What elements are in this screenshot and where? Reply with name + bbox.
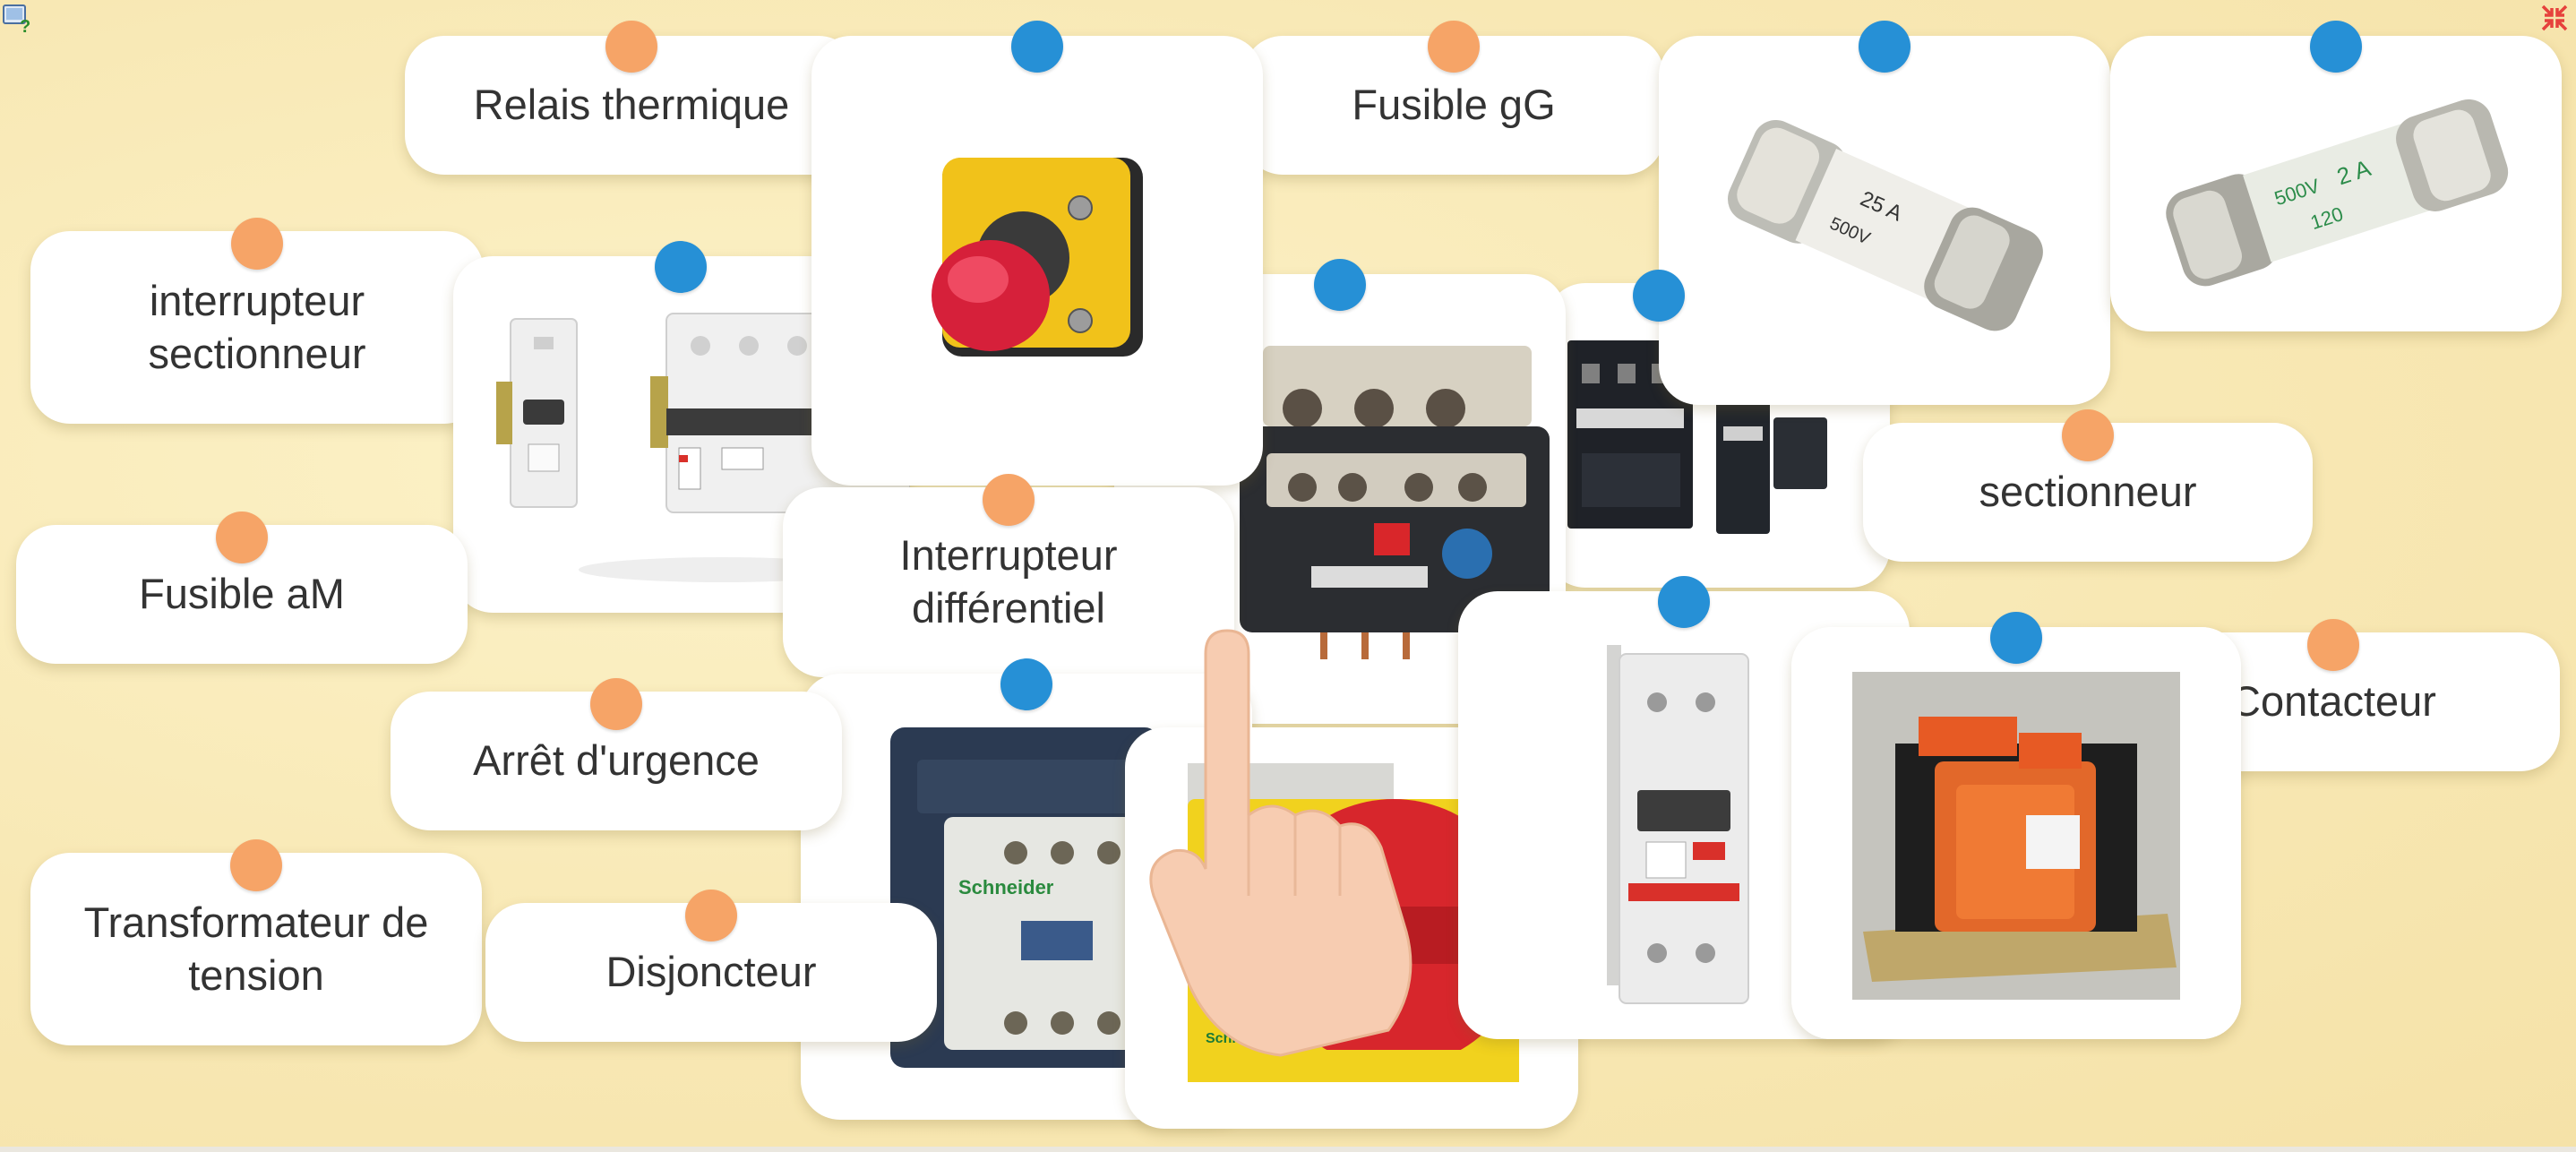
- cartridge-fuse-25a-image: 25 A 500V: [1727, 120, 2043, 331]
- label-text: sectionneur: [1979, 468, 2197, 516]
- bottom-strip: [0, 1147, 2576, 1152]
- label-card-fusible-am[interactable]: Fusible aM: [16, 512, 468, 664]
- differential-breaker-image: [1607, 645, 1749, 1004]
- svg-text:?: ?: [20, 17, 30, 34]
- label-text: Relais thermique: [473, 81, 790, 129]
- pointer-hand-icon: [1138, 627, 1433, 1057]
- connection-dot[interactable]: [2310, 21, 2362, 73]
- connection-dot[interactable]: [1428, 21, 1480, 73]
- label-card-interrupteur-differentiel[interactable]: Interrupteur différentiel: [783, 474, 1234, 677]
- connection-dot[interactable]: [2062, 409, 2114, 461]
- connection-dot[interactable]: [1633, 270, 1685, 322]
- label-card-relais-thermique[interactable]: Relais thermique: [405, 21, 858, 175]
- label-card-interrupteur-sectionneur[interactable]: interrupteur sectionneur: [30, 218, 484, 424]
- label-card-fusible-gg[interactable]: Fusible gG: [1243, 21, 1664, 175]
- label-text: interrupteur sectionneur: [148, 276, 366, 377]
- label-text: Transformateur de tension: [83, 898, 429, 999]
- fullscreen-exit-icon[interactable]: [2540, 4, 2569, 32]
- connection-dot[interactable]: [2307, 619, 2359, 671]
- connection-dot[interactable]: [230, 839, 282, 891]
- contactor-image: Schneider: [890, 727, 1159, 1068]
- connection-dot[interactable]: [1658, 576, 1710, 628]
- emergency-stop-button-image: [932, 158, 1143, 357]
- connection-dot[interactable]: [1990, 612, 2042, 664]
- label-card-arret-urgence[interactable]: Arrêt d'urgence: [391, 678, 842, 830]
- label-text: Interrupteur différentiel: [899, 531, 1118, 632]
- connection-dot[interactable]: [1011, 21, 1063, 73]
- cartridge-fuse-2a-image: 500V 2 A 120: [2166, 99, 2509, 287]
- connection-dot[interactable]: [1859, 21, 1911, 73]
- connection-dot[interactable]: [216, 512, 268, 563]
- label-text: Fusible aM: [139, 570, 345, 618]
- connection-dot[interactable]: [1314, 259, 1366, 311]
- contactor-blocks-image: [1567, 340, 1827, 534]
- image-card-transformer[interactable]: [1791, 612, 2241, 1039]
- help-icon[interactable]: ?: [2, 2, 32, 37]
- connection-dot[interactable]: [655, 241, 707, 293]
- connection-dot[interactable]: [983, 474, 1035, 526]
- connection-dot[interactable]: [590, 678, 642, 730]
- label-text: Arrêt d'urgence: [473, 736, 760, 785]
- label-card-sectionneur[interactable]: sectionneur: [1863, 409, 2313, 562]
- image-card-cartridge-fuse-25a[interactable]: 25 A 500V: [1659, 21, 2110, 405]
- thermal-relay-image: [1240, 346, 1550, 659]
- connection-dot[interactable]: [231, 218, 283, 270]
- image-card-emergency-stop[interactable]: [811, 21, 1263, 486]
- connection-dot[interactable]: [685, 890, 737, 941]
- label-card-transformateur[interactable]: Transformateur de tension: [30, 839, 482, 1045]
- connection-dot[interactable]: [605, 21, 657, 73]
- label-card-disjoncteur[interactable]: Disjoncteur: [485, 890, 937, 1042]
- transformer-image: [1852, 672, 2180, 1000]
- image-card-cartridge-fuse-2a[interactable]: 500V 2 A 120: [2110, 21, 2562, 331]
- contactor-brand-text: Schneider: [958, 876, 1054, 898]
- label-text: Disjoncteur: [605, 948, 817, 996]
- connection-dot[interactable]: [1000, 658, 1052, 710]
- label-text: Contacteur: [2230, 677, 2436, 726]
- label-text: Fusible gG: [1352, 81, 1556, 129]
